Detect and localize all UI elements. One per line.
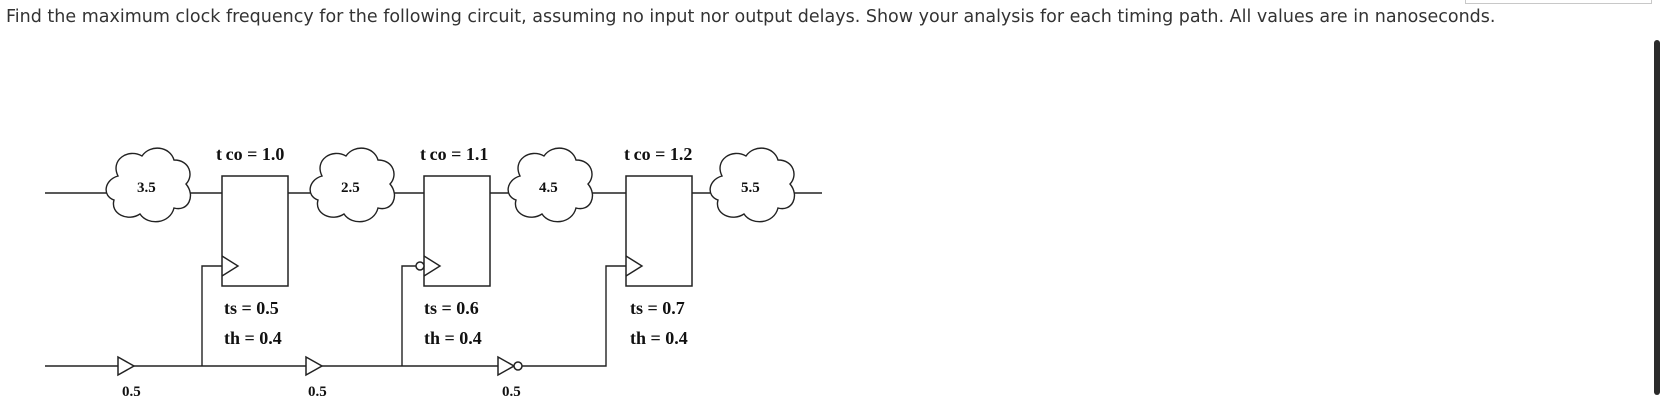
- question-text: Find the maximum clock frequency for the…: [6, 7, 1496, 27]
- clock-buffer-2: 0.5: [305, 355, 327, 400]
- buffer-1-delay: 0.5: [122, 384, 141, 400]
- clock-buffer-1: 0.5: [117, 355, 141, 400]
- ff2-ts: ts = 0.6: [424, 298, 479, 318]
- cloud-2-delay: 2.5: [341, 180, 360, 196]
- ff2-clock-triangle: [423, 255, 442, 277]
- logic-cloud-2: 2.5: [309, 147, 396, 223]
- inverter-3-bubble: [513, 361, 523, 371]
- logic-cloud-1: 3.5: [105, 147, 192, 223]
- cloud-4-delay: 5.5: [741, 180, 760, 196]
- top-right-frame: [1465, 0, 1652, 4]
- ff3-ts: ts = 0.7: [630, 298, 685, 318]
- buffer-1-icon: [117, 355, 136, 377]
- buffer-2-icon: [305, 355, 324, 377]
- ff2-clock-wire: [401, 265, 416, 366]
- flip-flop-3: t co = 1.2 ts = 0.7 th = 0.4: [624, 144, 693, 348]
- ff1-ts: ts = 0.5: [224, 298, 279, 318]
- buffer-2-delay: 0.5: [308, 384, 327, 400]
- ff2-tco: t co = 1.1: [420, 144, 488, 164]
- ff1-tco: t co = 1.0: [216, 144, 284, 164]
- ff2-th: th = 0.4: [424, 328, 482, 348]
- inverter-3-icon: [497, 355, 516, 377]
- ff2-clock-inversion-bubble: [415, 261, 425, 271]
- ff1-th: th = 0.4: [224, 328, 282, 348]
- ff3-tco: t co = 1.2: [624, 144, 692, 164]
- flip-flop-2: t co = 1.1 ts = 0.6 th = 0.4: [415, 144, 491, 348]
- ff3-th: th = 0.4: [630, 328, 688, 348]
- ff3-clock-wire: [522, 265, 626, 367]
- logic-cloud-3: 4.5: [507, 147, 594, 223]
- scrollbar-thumb[interactable]: [1654, 40, 1660, 395]
- buffer-3-delay: 0.5: [502, 384, 521, 400]
- ff1-clock-wire: [201, 265, 222, 366]
- cloud-3-delay: 4.5: [539, 180, 558, 196]
- ff1-clock-triangle: [221, 255, 240, 277]
- clock-inverter-3: 0.5: [497, 355, 523, 400]
- vertical-scrollbar[interactable]: [1652, 0, 1662, 404]
- flip-flop-1: t co = 1.0 ts = 0.5 th = 0.4: [216, 144, 289, 348]
- ff3-clock-triangle: [625, 255, 644, 277]
- logic-cloud-4: 5.5: [709, 147, 796, 223]
- cloud-1-delay: 3.5: [137, 180, 156, 196]
